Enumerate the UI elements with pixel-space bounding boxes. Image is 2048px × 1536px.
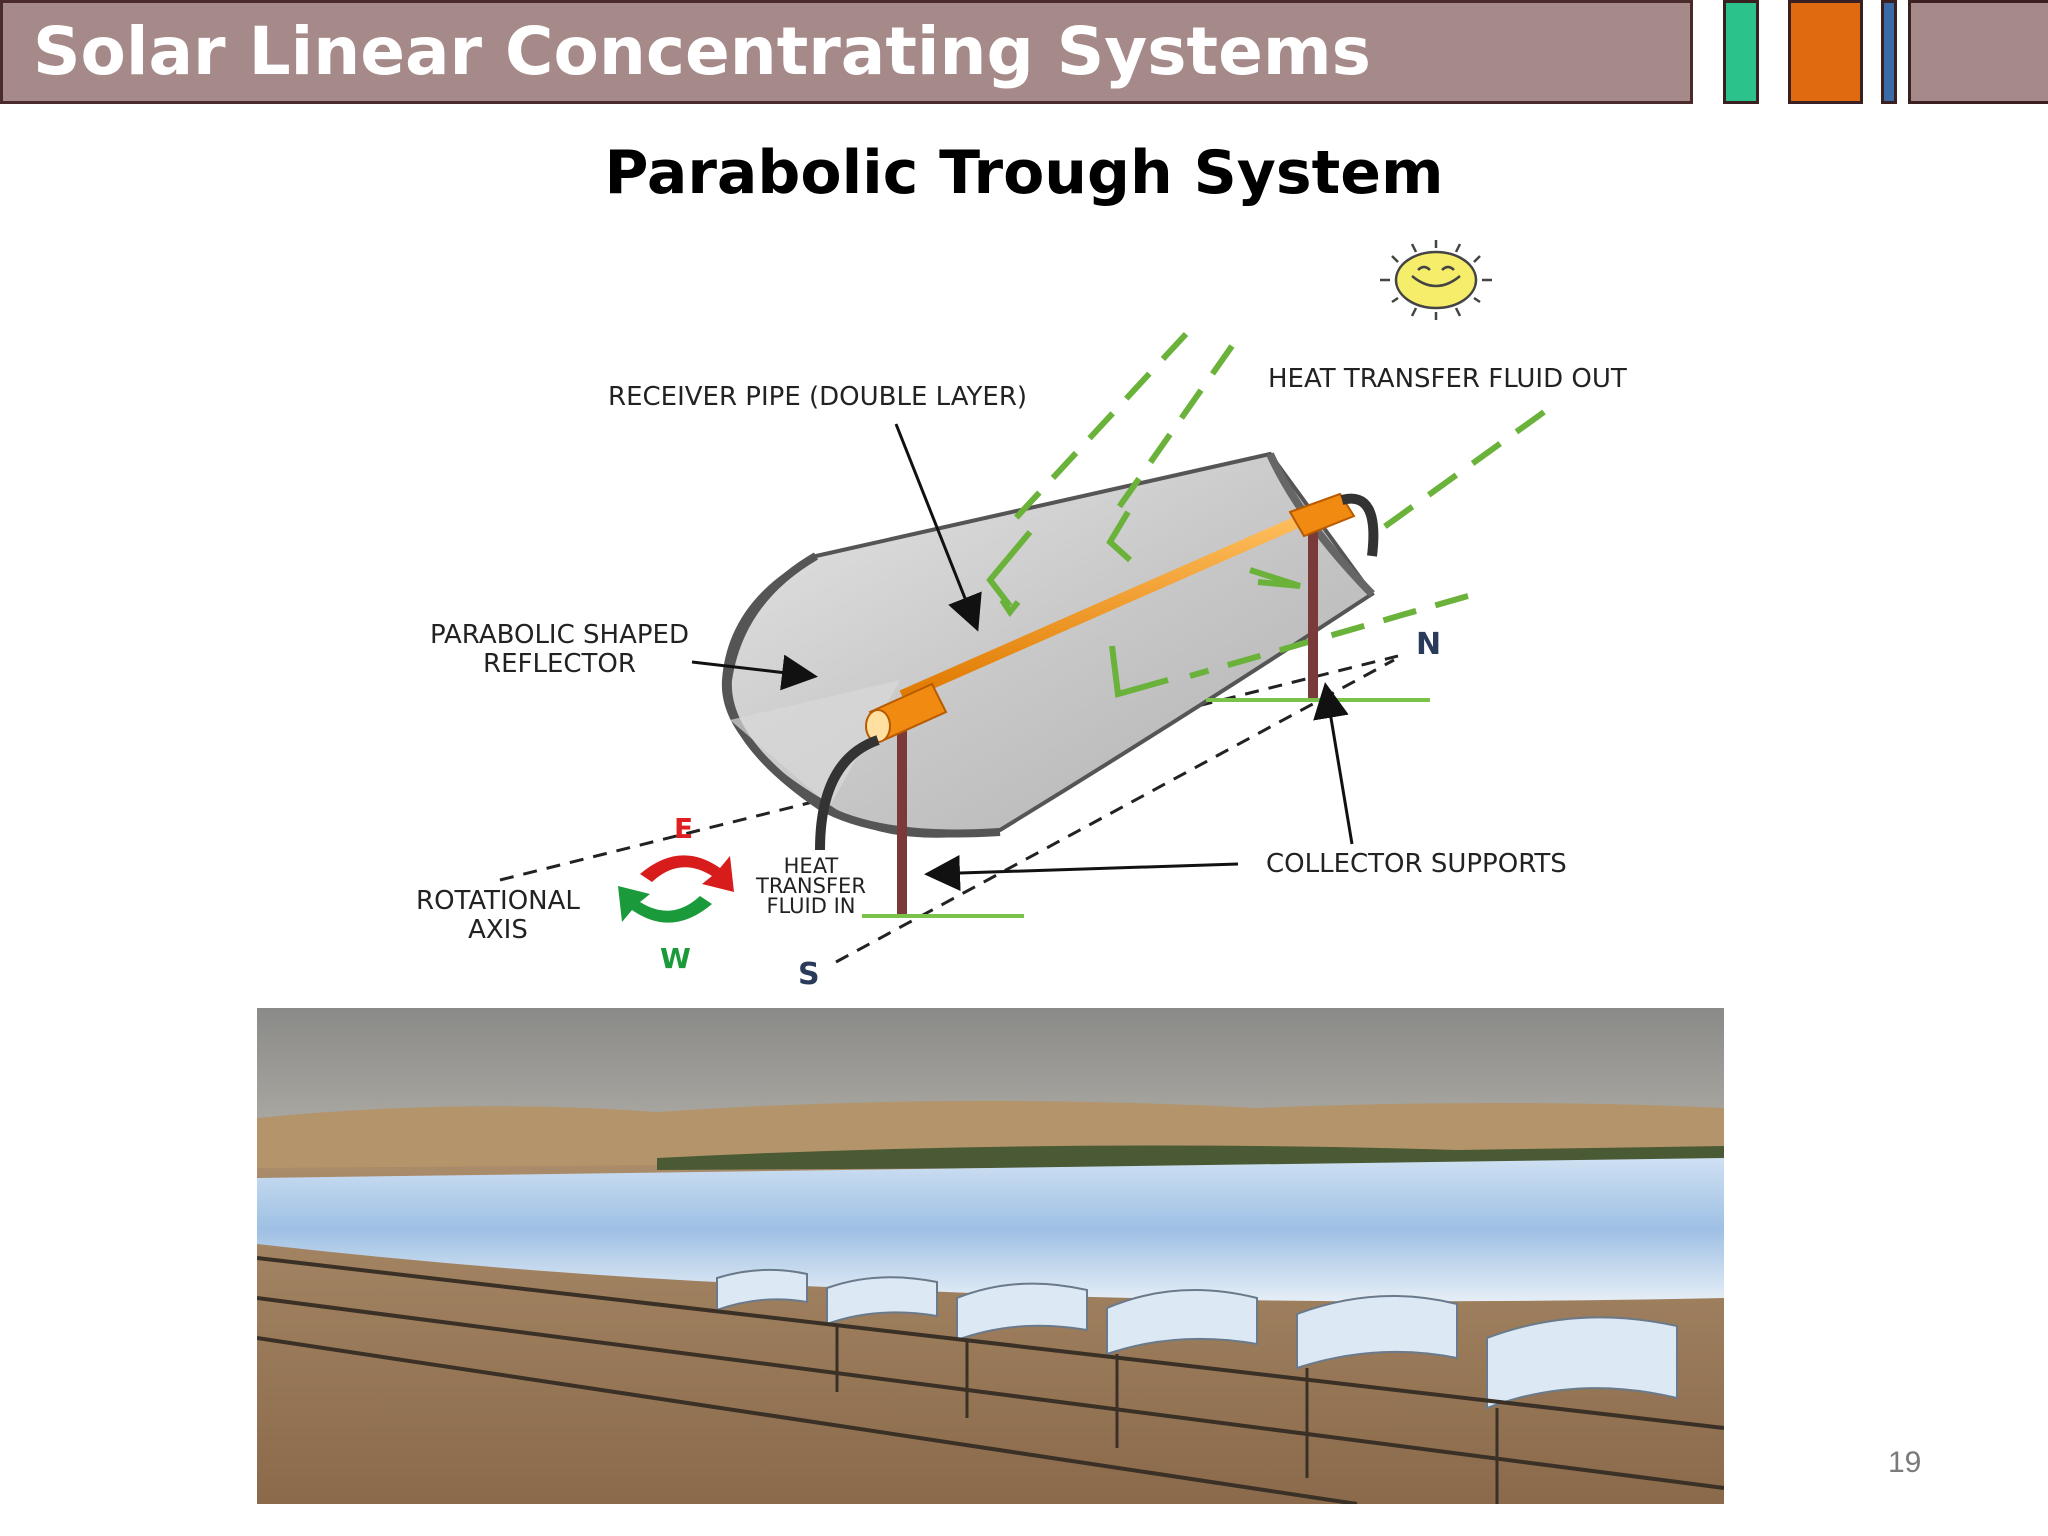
label-south: S xyxy=(798,957,820,992)
parabolic-reflector xyxy=(721,451,1375,838)
receiver-pipe xyxy=(815,492,1379,851)
accent-bar-mauve xyxy=(1908,0,2048,104)
slide-subtitle: Parabolic Trough System xyxy=(604,138,1444,208)
label-rotational-line2: AXIS xyxy=(468,915,528,945)
north-south-line xyxy=(835,658,1395,964)
label-rotational-axis: ROTATIONAL AXIS xyxy=(416,887,580,945)
title-bar: Solar Linear Concentrating Systems xyxy=(0,0,1693,104)
label-north: N xyxy=(1416,627,1442,662)
label-fluid-in: HEAT TRANSFER FLUID IN xyxy=(756,854,866,918)
label-receiver-pipe: RECEIVER PIPE (DOUBLE LAYER) xyxy=(608,382,1028,412)
sun-icon xyxy=(1380,240,1492,320)
label-fluid-in-line2: TRANSFER xyxy=(756,874,866,898)
accent-bar-green xyxy=(1723,0,1759,104)
label-reflector-line1: PARABOLIC SHAPED xyxy=(430,620,689,650)
sun-rays xyxy=(1011,331,1546,679)
label-fluid-in-line1: HEAT xyxy=(783,854,839,878)
parabolic-trough-diagram xyxy=(499,240,1546,964)
label-west: W xyxy=(660,942,691,975)
slide-title: Solar Linear Concentrating Systems xyxy=(33,13,1371,90)
label-fluid-in-line3: FLUID IN xyxy=(766,894,856,918)
label-east: E xyxy=(674,812,694,845)
label-rotational-line1: ROTATIONAL xyxy=(416,886,580,916)
accent-bar-blue xyxy=(1881,0,1897,104)
accent-bar-orange xyxy=(1788,0,1863,104)
rotation-arrows-icon xyxy=(618,855,734,923)
label-collector-supports: COLLECTOR SUPPORTS xyxy=(1266,849,1567,879)
label-fluid-out: HEAT TRANSFER FLUID OUT xyxy=(1268,364,1627,394)
label-reflector-line2: REFLECTOR xyxy=(483,649,636,679)
page-number: 19 xyxy=(1888,1446,1922,1479)
trough-field-photo xyxy=(257,1008,1724,1504)
label-reflector: PARABOLIC SHAPED REFLECTOR xyxy=(430,621,689,679)
